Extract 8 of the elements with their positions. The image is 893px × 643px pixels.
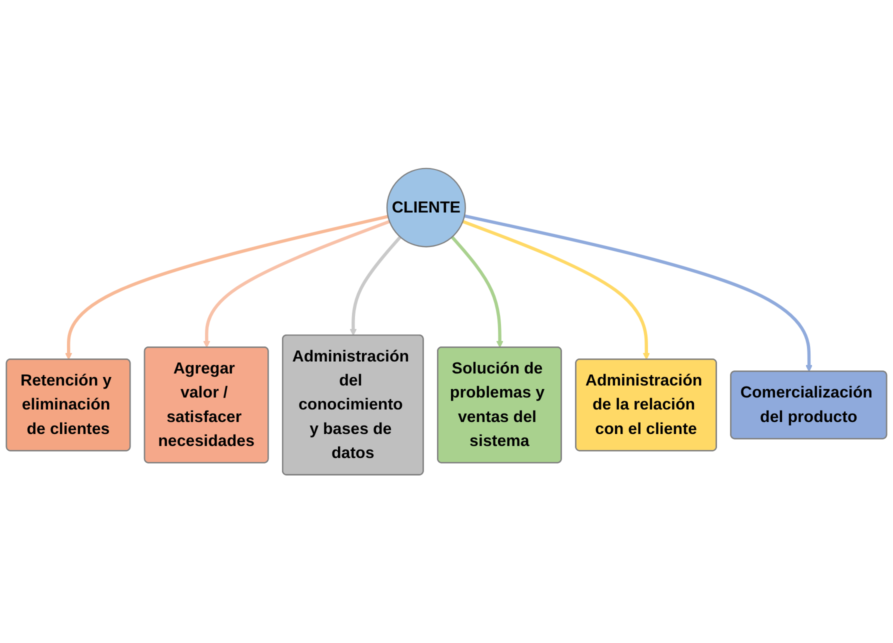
arrow — [462, 220, 650, 360]
arrow — [203, 220, 390, 348]
arrow — [464, 214, 813, 372]
node-circle — [386, 168, 466, 248]
arrow — [450, 236, 504, 348]
diagram: CLIENTE Retención y eliminación de clientes Agregar valor / satisfacer necesidades Administración del conocimiento y bases de datos Solución de problemas y ventas del sistema Administración de la relación con el cliente Comercialización del producto — [0, 162, 893, 482]
arrow — [350, 236, 402, 336]
arrow — [65, 214, 388, 360]
